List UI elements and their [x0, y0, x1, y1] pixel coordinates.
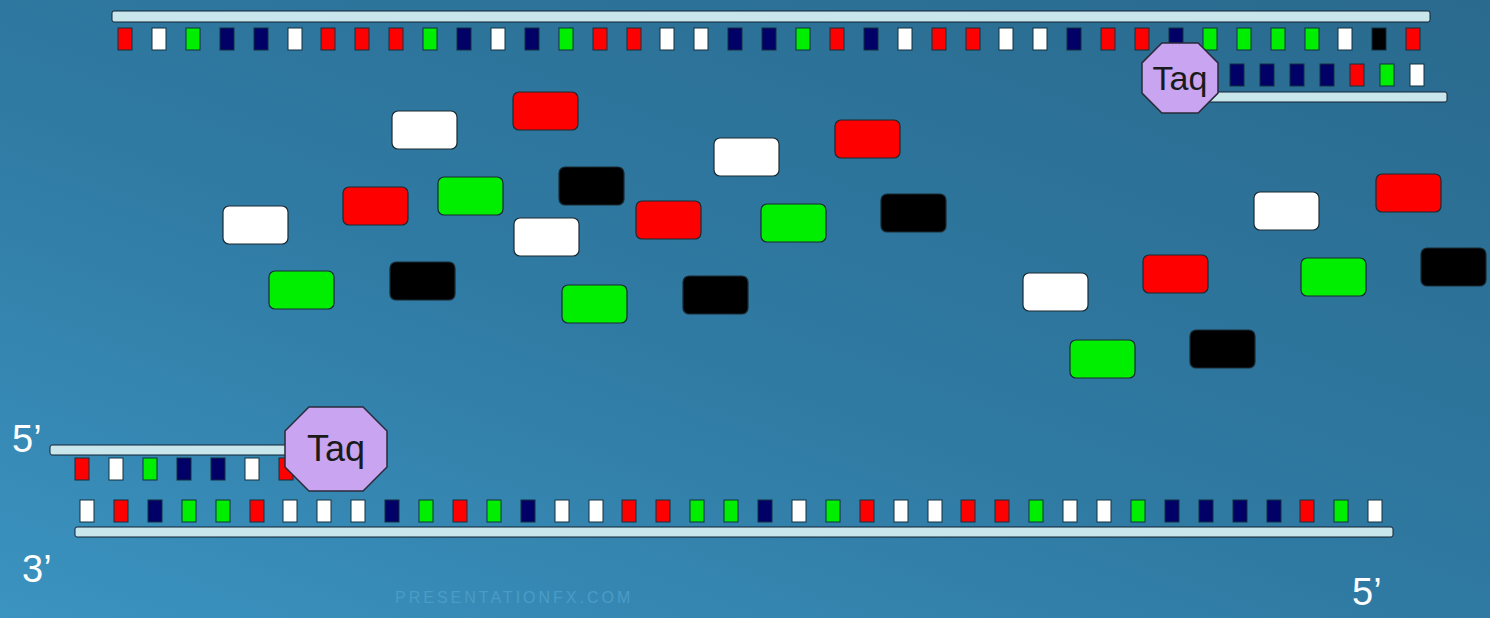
octagon-outline	[285, 407, 387, 491]
dna-backbone	[112, 11, 1430, 22]
free-nucleotides	[223, 92, 1486, 378]
strand-end-label: 3’	[22, 548, 52, 591]
octagon-outline	[1142, 43, 1218, 113]
enzyme-label: Taq	[307, 428, 365, 470]
dna-backbone	[75, 527, 1393, 537]
primer-backbone	[1205, 92, 1447, 102]
template-bases	[118, 28, 1420, 50]
enzyme-octagon: Taq	[1141, 42, 1219, 114]
primer-backbone	[50, 445, 302, 455]
template-bases	[80, 500, 1382, 522]
primer-bases	[1200, 64, 1424, 86]
primer-bases	[75, 458, 293, 480]
watermark: PRESENTATIONFX.COM	[395, 589, 633, 607]
strand-end-label: 5’	[12, 418, 42, 461]
enzyme-label: Taq	[1153, 59, 1208, 98]
strand-end-label: 5’	[1352, 571, 1382, 614]
enzyme-octagon: Taq	[284, 406, 388, 492]
